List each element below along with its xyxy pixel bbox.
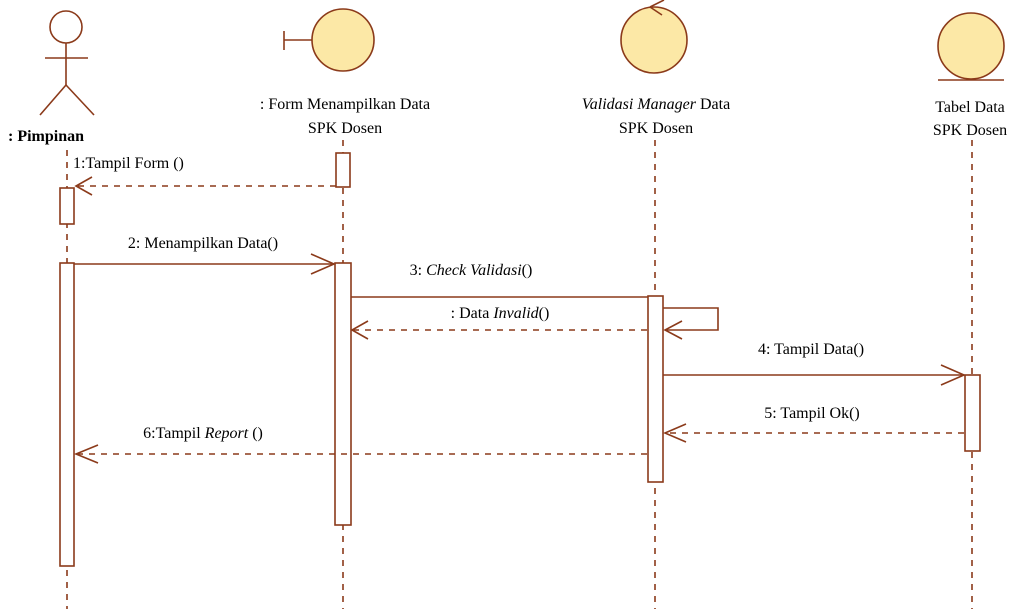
message-4-arrowhead <box>940 364 967 386</box>
activation-bar-tabel <box>964 374 981 452</box>
message-6-arrowhead <box>73 444 99 464</box>
self-call-arrowhead <box>663 320 683 340</box>
control-label-line1: Validasi Manager Data <box>582 96 730 113</box>
entity-label-line1: Tabel Data <box>935 99 1005 116</box>
message-4-label: 4: Tampil Data() <box>758 341 864 358</box>
boundary-icon <box>283 8 375 72</box>
message-3-label: 3: Check Validasi() <box>410 262 533 279</box>
control-label-rest: Data <box>696 96 730 113</box>
message-5-arrowhead <box>662 423 687 443</box>
boundary-label-line1: : Form Menampilkan Data <box>260 96 430 113</box>
activation-bar-validasi <box>647 295 664 483</box>
message-1-arrowhead <box>74 176 93 196</box>
activation-bar-form-1 <box>335 152 351 188</box>
message-6-label: 6:Tampil Report () <box>143 425 263 442</box>
actor-label: : Pimpinan <box>8 128 84 145</box>
message-1-label: 1:Tampil Form () <box>73 155 184 172</box>
control-label-italic: Validasi Manager <box>582 96 697 113</box>
message-2-label: 2: Menampilkan Data() <box>128 235 278 252</box>
control-label-line2: SPK Dosen <box>619 120 693 137</box>
message-invalid-arrowhead <box>350 320 369 340</box>
message-5-label: 5: Tampil Ok() <box>764 405 859 422</box>
message-2-arrowhead <box>310 253 337 275</box>
actor-stick-figure-icon <box>39 10 95 116</box>
self-call-line <box>663 307 719 331</box>
control-icon <box>620 0 688 74</box>
message-invalid-label: : Data Invalid() <box>451 305 550 322</box>
activation-bar-pimpinan-2 <box>59 262 75 567</box>
entity-label-line2: SPK Dosen <box>933 122 1007 139</box>
activation-bar-pimpinan-1 <box>59 187 75 225</box>
entity-icon <box>937 12 1005 81</box>
boundary-label-line2: SPK Dosen <box>308 120 382 137</box>
activation-bar-form-2 <box>334 262 352 526</box>
